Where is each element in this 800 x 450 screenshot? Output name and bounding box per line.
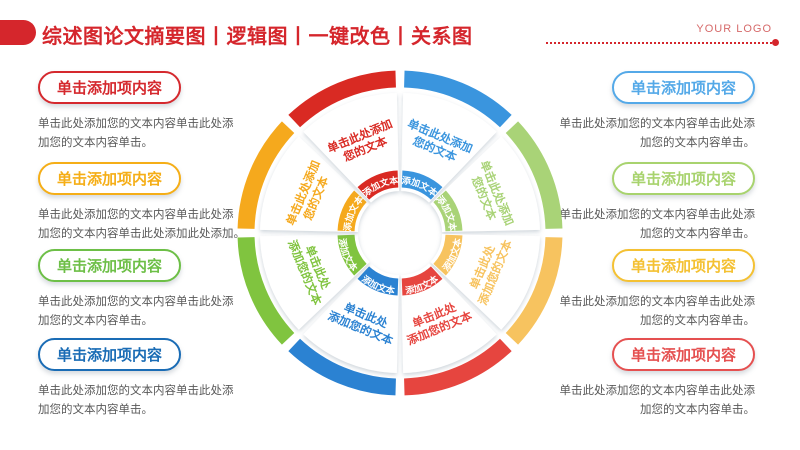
wheel-wedge[interactable] xyxy=(303,93,400,203)
placeholder-text[interactable]: 单击此处添加您的文本内容单击此处添 加您的文本内容单击。 xyxy=(559,385,756,416)
add-item-button[interactable]: 单击添加项内容 xyxy=(611,71,755,104)
add-item-button[interactable]: 单击添加项内容 xyxy=(38,71,182,104)
wheel-wedge[interactable] xyxy=(400,93,497,203)
wheel-wedge[interactable] xyxy=(260,136,370,233)
info-item-left-3: 单击添加项内容 单击此处添加您的文本内容单击此处添 加您的文本内容单击。 xyxy=(38,249,250,331)
logo-text: YOUR LOGO xyxy=(696,23,772,35)
placeholder-text[interactable]: 单击此处添加您的文本内容单击此处添 加您的文本内容单击。 xyxy=(38,118,234,149)
placeholder-text[interactable]: 单击此处添加您的文本内容单击此处添 加您的文本内容单击。 xyxy=(38,296,234,327)
wheel-inner-arc[interactable] xyxy=(337,234,367,276)
title-underline xyxy=(546,42,772,44)
placeholder-text[interactable]: 单击此处添加您的文本内容单击此处添 加您的文本内容单击此处添加此处添加。 xyxy=(38,209,245,240)
placeholder-text[interactable]: 单击此处添加您的文本内容单击此处添 加您的文本内容单击。 xyxy=(559,209,756,240)
wheel-inner-arc[interactable] xyxy=(433,190,463,232)
wheel-diagram: 添加文本单击此处添加您的文本添加文本单击此处添加您的文本添加文本单击此处添加您的… xyxy=(237,70,563,396)
add-item-button[interactable]: 单击添加项内容 xyxy=(611,249,755,282)
wheel-outer-arc xyxy=(403,338,512,396)
wheel-inner-arc[interactable] xyxy=(401,170,443,200)
add-item-button[interactable]: 单击添加项内容 xyxy=(38,249,182,282)
add-item-button[interactable]: 单击添加项内容 xyxy=(611,338,755,371)
wheel-outer-arc xyxy=(237,236,295,345)
info-item-right-3: 单击添加项内容 单击此处添加您的文本内容单击此处添 加您的文本内容单击。 xyxy=(543,249,755,331)
info-item-left-1: 单击添加项内容 单击此处添加您的文本内容单击此处添 加您的文本内容单击。 xyxy=(38,71,250,153)
wheel-svg: 添加文本单击此处添加您的文本添加文本单击此处添加您的文本添加文本单击此处添加您的… xyxy=(237,70,563,396)
placeholder-text[interactable]: 单击此处添加您的文本内容单击此处添 加您的文本内容单击。 xyxy=(559,118,756,149)
info-item-right-1: 单击添加项内容 单击此处添加您的文本内容单击此处添 加您的文本内容单击。 xyxy=(543,71,755,153)
add-item-button[interactable]: 单击添加项内容 xyxy=(38,162,182,195)
placeholder-text[interactable]: 单击此处添加您的文本内容单击此处添 加您的文本内容单击。 xyxy=(38,385,234,416)
wheel-outer-arc xyxy=(403,70,512,128)
add-item-button[interactable]: 单击添加项内容 xyxy=(38,338,182,371)
header-accent-tab xyxy=(0,20,36,45)
info-item-left-2: 单击添加项内容 单击此处添加您的文本内容单击此处添 加您的文本内容单击此处添加此… xyxy=(38,162,250,244)
wheel-wedge[interactable] xyxy=(400,263,497,373)
wheel-wedge[interactable] xyxy=(260,233,370,330)
wheel-outer-arc xyxy=(288,338,397,396)
page-title: 综述图论文摘要图丨逻辑图丨一键改色丨关系图 xyxy=(42,26,473,48)
info-item-left-4: 单击添加项内容 单击此处添加您的文本内容单击此处添 加您的文本内容单击。 xyxy=(38,338,250,420)
wheel-wedge[interactable] xyxy=(430,136,540,233)
wheel-outer-arc xyxy=(505,236,563,345)
wheel-inner-arc[interactable] xyxy=(337,190,367,232)
add-item-button[interactable]: 单击添加项内容 xyxy=(611,162,755,195)
wheel-sector-right-upper[interactable]: 添加文本单击此处添加您的文本 xyxy=(430,121,563,233)
wheel-outer-arc xyxy=(237,121,295,230)
wheel-inner-arc[interactable] xyxy=(357,170,399,200)
wheel-outer-arc xyxy=(505,121,563,230)
info-item-right-2: 单击添加项内容 单击此处添加您的文本内容单击此处添 加您的文本内容单击。 xyxy=(543,162,755,244)
wheel-outer-arc xyxy=(288,70,397,128)
info-item-right-4: 单击添加项内容 单击此处添加您的文本内容单击此处添 加您的文本内容单击。 xyxy=(543,338,755,420)
wheel-inner-arc[interactable] xyxy=(433,234,463,276)
placeholder-text[interactable]: 单击此处添加您的文本内容单击此处添 加您的文本内容单击。 xyxy=(559,296,756,327)
wheel-inner-arc[interactable] xyxy=(401,266,443,296)
wheel-wedge[interactable] xyxy=(303,263,400,373)
underline-end-dot xyxy=(772,39,779,46)
wheel-wedge[interactable] xyxy=(430,233,540,330)
wheel-inner-arc[interactable] xyxy=(357,266,399,296)
